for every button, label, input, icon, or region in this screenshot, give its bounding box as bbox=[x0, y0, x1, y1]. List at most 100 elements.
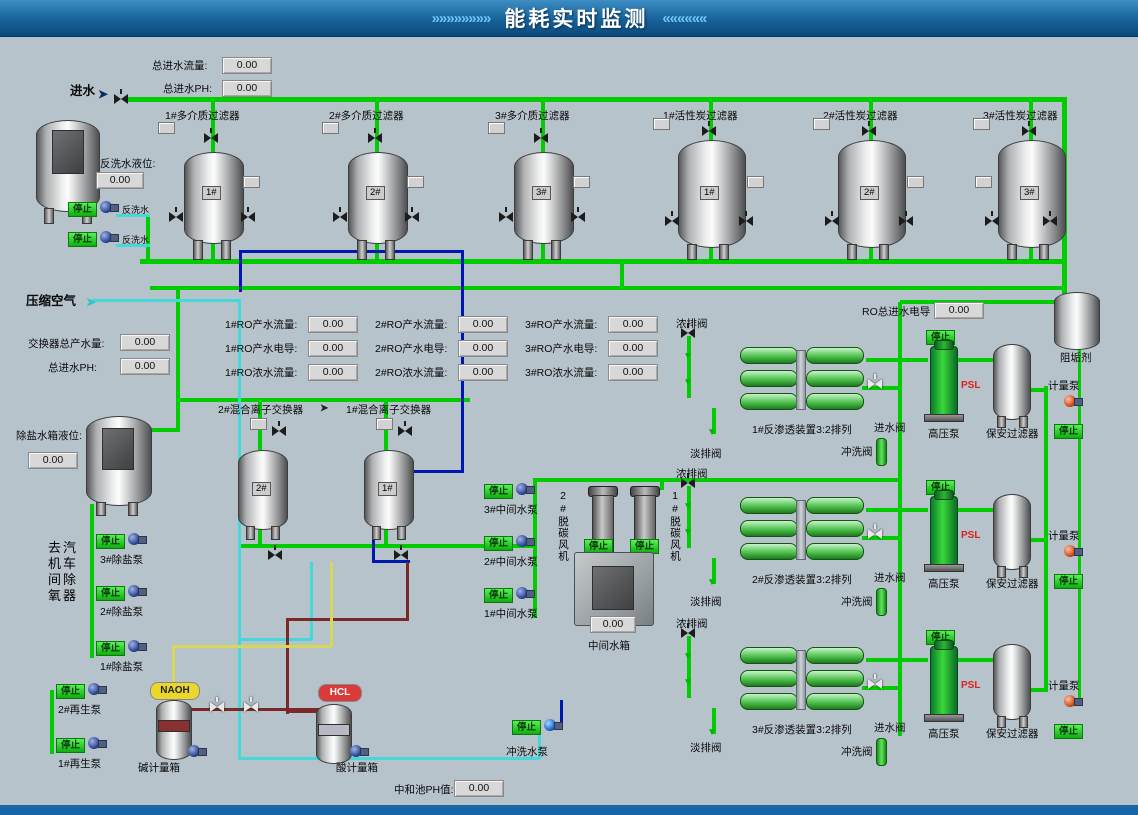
conc-valve[interactable] bbox=[681, 473, 695, 488]
chem-valve[interactable] bbox=[210, 697, 224, 712]
filter-valve[interactable] bbox=[499, 207, 513, 222]
filter-valve[interactable] bbox=[985, 211, 999, 226]
filter-top-valve[interactable] bbox=[368, 128, 382, 143]
exchanger-drain-valve[interactable] bbox=[268, 545, 282, 560]
desalt-pump-status[interactable]: 停止 bbox=[96, 534, 126, 549]
filter-top-valve[interactable] bbox=[702, 121, 716, 136]
flush-pump-status[interactable]: 停止 bbox=[512, 720, 542, 735]
dosing-pump-status[interactable]: 停止 bbox=[1054, 724, 1084, 739]
ro-membrane-tube bbox=[806, 520, 864, 537]
pipe bbox=[687, 486, 691, 548]
inlet-valve[interactable] bbox=[114, 89, 128, 104]
ro-reading-label: 2#RO产水流量: bbox=[375, 319, 448, 331]
flush-pump[interactable] bbox=[542, 718, 564, 732]
desalt-pump[interactable] bbox=[126, 532, 148, 546]
hp-pump[interactable] bbox=[930, 340, 958, 418]
inlet-valve-ro[interactable] bbox=[868, 374, 882, 389]
regen-pump[interactable] bbox=[86, 736, 108, 750]
pipe bbox=[240, 638, 312, 641]
acid-dosing-pump[interactable] bbox=[348, 744, 370, 758]
mid-pump[interactable] bbox=[514, 586, 536, 600]
flush-valve[interactable] bbox=[876, 588, 887, 616]
mid-pump-status[interactable]: 停止 bbox=[484, 484, 514, 499]
backwash-pump-2-status[interactable]: 停止 bbox=[68, 232, 98, 247]
backwash-pump-2[interactable] bbox=[98, 230, 120, 244]
backwash-pump-1[interactable] bbox=[98, 200, 120, 214]
conc-valve[interactable] bbox=[681, 323, 695, 338]
flush-valve-label: 冲洗阀 bbox=[841, 746, 873, 758]
dosing-pump-status[interactable]: 停止 bbox=[1054, 574, 1084, 589]
dosing-pump[interactable] bbox=[1062, 694, 1084, 708]
pipe bbox=[1078, 348, 1081, 698]
filter-valve[interactable] bbox=[571, 207, 585, 222]
hcl-tank: HCL bbox=[318, 684, 362, 702]
chem-valve[interactable] bbox=[244, 697, 258, 712]
conc-valve-label: 浓排阀 bbox=[676, 468, 708, 480]
filter-top-valve[interactable] bbox=[204, 128, 218, 143]
desalt-pump[interactable] bbox=[126, 584, 148, 598]
filter-valve[interactable] bbox=[333, 207, 347, 222]
ro-reading-label: 2#RO浓水流量: bbox=[375, 367, 448, 379]
dosing-pump[interactable] bbox=[1062, 544, 1084, 558]
pipe bbox=[211, 100, 215, 152]
filter-top-valve[interactable] bbox=[534, 128, 548, 143]
filter-valve[interactable] bbox=[1043, 211, 1057, 226]
regen-pump-status[interactable]: 停止 bbox=[56, 738, 86, 753]
backwash-pump-1-status[interactable]: 停止 bbox=[68, 202, 98, 217]
exchanger-valve[interactable] bbox=[398, 421, 412, 436]
tank-leg bbox=[372, 526, 381, 540]
compressed-air-label: 压缩空气 bbox=[26, 294, 77, 308]
hp-pump[interactable] bbox=[930, 490, 958, 568]
instrument-box bbox=[813, 118, 830, 130]
filter-top-valve[interactable] bbox=[1022, 121, 1036, 136]
desalt-pump-label: 2#除盐泵 bbox=[100, 606, 144, 618]
regen-pump[interactable] bbox=[86, 682, 108, 696]
pipe bbox=[126, 97, 1066, 102]
hp-pump[interactable] bbox=[930, 640, 958, 718]
pipe bbox=[310, 562, 313, 640]
inlet-valve-ro[interactable] bbox=[868, 674, 882, 689]
dosing-pump[interactable] bbox=[1062, 394, 1084, 408]
filter-valve[interactable] bbox=[825, 211, 839, 226]
desalt-pump-status[interactable]: 停止 bbox=[96, 586, 126, 601]
mid-pump[interactable] bbox=[514, 534, 536, 548]
instrument-box bbox=[488, 122, 505, 134]
pipe bbox=[330, 562, 333, 646]
exchanger-drain-valve[interactable] bbox=[394, 545, 408, 560]
pipe bbox=[406, 562, 409, 620]
desalt-pump[interactable] bbox=[126, 639, 148, 653]
mid-pump[interactable] bbox=[514, 482, 536, 496]
filter-valve[interactable] bbox=[739, 211, 753, 226]
mid-pump-status[interactable]: 停止 bbox=[484, 588, 514, 603]
inlet-valve-ro[interactable] bbox=[868, 524, 882, 539]
filter-valve[interactable] bbox=[665, 211, 679, 226]
desalt-pump-status[interactable]: 停止 bbox=[96, 641, 126, 656]
filter-valve[interactable] bbox=[241, 207, 255, 222]
pipe bbox=[687, 336, 691, 398]
ro-reading-value: 0.00 bbox=[308, 364, 358, 381]
conc-valve[interactable] bbox=[681, 623, 695, 638]
instrument-box bbox=[322, 122, 339, 134]
instrument-box bbox=[973, 118, 990, 130]
filter-valve[interactable] bbox=[405, 207, 419, 222]
rack-frame bbox=[796, 650, 806, 710]
ro-membrane-tube bbox=[740, 543, 798, 560]
exchanger-valve[interactable] bbox=[272, 421, 286, 436]
flush-valve[interactable] bbox=[876, 738, 887, 766]
rack-frame bbox=[796, 500, 806, 560]
rack-frame bbox=[796, 350, 806, 410]
filter-top-valve[interactable] bbox=[862, 121, 876, 136]
filter-valve[interactable] bbox=[899, 211, 913, 226]
regen-pump-status[interactable]: 停止 bbox=[56, 684, 86, 699]
ro-unit-title: 2#反渗透装置3:2排列 bbox=[752, 574, 852, 586]
hp-pump-base bbox=[924, 714, 964, 722]
alkali-dosing-pump[interactable] bbox=[186, 744, 208, 758]
exchanger-num: 2# bbox=[252, 482, 271, 496]
fan-status[interactable]: 停止 bbox=[584, 539, 614, 554]
dosing-pump-status[interactable]: 停止 bbox=[1054, 424, 1084, 439]
pipe bbox=[150, 428, 178, 432]
flush-valve[interactable] bbox=[876, 438, 887, 466]
total-flow-label: 总进水流量: bbox=[152, 60, 208, 72]
filter-valve[interactable] bbox=[169, 207, 183, 222]
mid-pump-status[interactable]: 停止 bbox=[484, 536, 514, 551]
